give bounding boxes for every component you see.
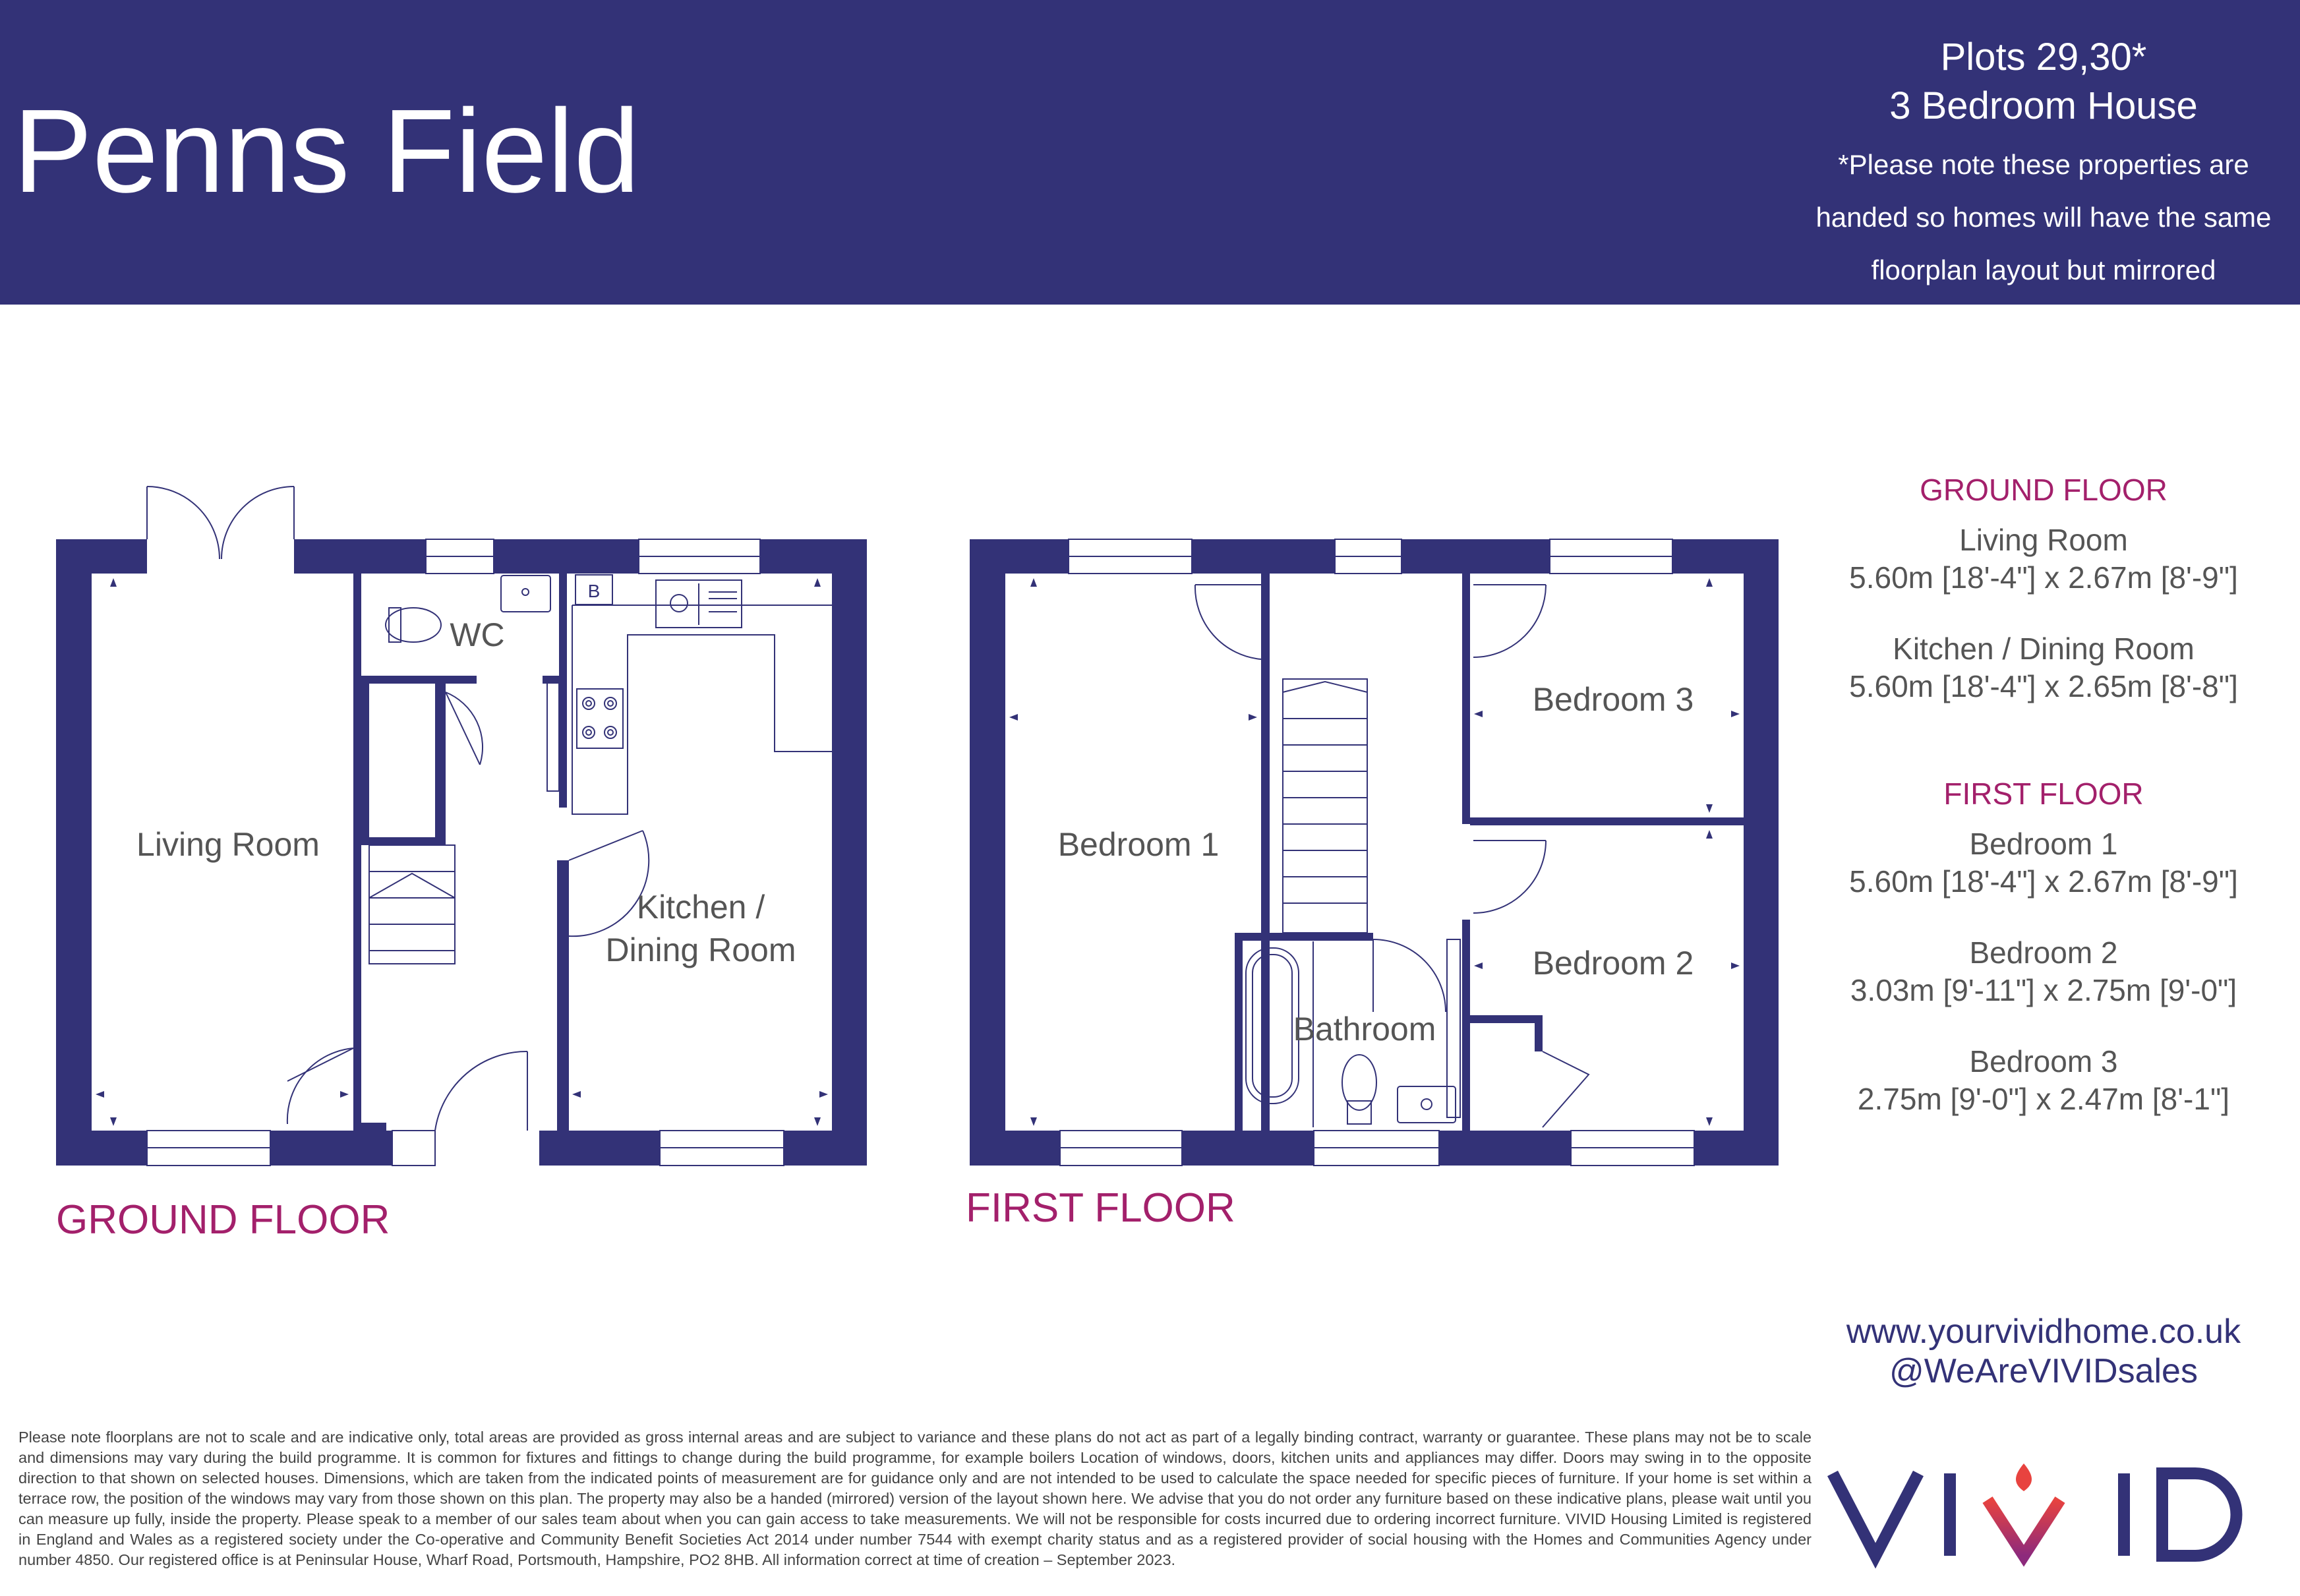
room-dimensions: GROUND FLOOR Living Room 5.60m [18'-4"] … — [1780, 471, 2300, 1152]
dims-heading-first: FIRST FLOOR — [1943, 777, 2144, 811]
handed-note-line: handed so homes will have the same — [1815, 202, 2272, 233]
external-walls — [56, 539, 867, 1166]
boiler-label: B — [588, 581, 601, 601]
room-label-kitchen-line-2: Dining Room — [605, 931, 796, 968]
dim-room-size: 3.03m [9'-11"] x 2.75m [9'-0"] — [1850, 973, 2237, 1007]
dim-room-name: Bedroom 1 — [1969, 827, 2118, 861]
first-floor-caption: FIRST FLOOR — [966, 1185, 1235, 1231]
internal-walls — [353, 574, 569, 1131]
room-label-bedroom-1: Bedroom 1 — [1058, 826, 1220, 863]
dim-room-size: 5.60m [18'-4"] x 2.67m [8'-9"] — [1849, 864, 2238, 899]
dimension-arrows — [96, 578, 828, 1126]
dim-room-size: 5.60m [18'-4"] x 2.65m [8'-8"] — [1849, 669, 2238, 703]
handed-note: *Please note these properties are handed… — [1780, 138, 2300, 297]
fittings — [1059, 539, 1695, 1166]
vivid-logo — [1827, 1463, 2243, 1569]
first-floor-plan: Bedroom 1 Bedroom 3 Bedroom 2 Bathroom — [970, 539, 1779, 1166]
room-label-bedroom-2: Bedroom 2 — [1533, 945, 1694, 982]
social-handle[interactable]: @WeAreVIVIDsales — [1889, 1352, 2198, 1390]
room-label-wc: WC — [450, 616, 504, 653]
dim-room-name: Bedroom 2 — [1969, 935, 2118, 970]
contact-info: www.yourvividhome.co.uk @WeAreVIVIDsales — [1780, 1312, 2300, 1391]
dims-heading-ground: GROUND FLOOR — [1920, 473, 2167, 507]
legal-disclaimer: Please note floorplans are not to scale … — [18, 1429, 1812, 1568]
room-label-bathroom: Bathroom — [1293, 1011, 1436, 1048]
fittings — [146, 486, 832, 1166]
handed-note-line: *Please note these properties are — [1838, 149, 2249, 180]
plot-numbers: Plots 29,30* — [1940, 36, 2147, 78]
website-link[interactable]: www.yourvividhome.co.uk — [1846, 1313, 2241, 1351]
header-banner — [0, 0, 2300, 305]
internal-walls — [1235, 574, 1744, 1131]
ground-floor-plan: Living Room WC Kitchen / Dining Room B — [56, 486, 867, 1166]
dimension-arrows — [1009, 578, 1740, 1126]
dim-room-size: 2.75m [9'-0"] x 2.47m [8'-1"] — [1857, 1082, 2230, 1116]
dim-room-name: Bedroom 3 — [1969, 1044, 2118, 1079]
dim-room-name: Kitchen / Dining Room — [1893, 632, 2195, 666]
external-walls — [970, 539, 1779, 1166]
room-label-bedroom-3: Bedroom 3 — [1533, 681, 1694, 718]
dim-room-name: Living Room — [1959, 523, 2128, 557]
house-type: 3 Bedroom House — [1889, 84, 2198, 127]
ground-floor-caption: GROUND FLOOR — [56, 1197, 390, 1243]
room-label-living: Living Room — [136, 826, 320, 863]
plot-info: Plots 29,30* 3 Bedroom House *Please not… — [1780, 33, 2300, 297]
room-label-kitchen-line-1: Kitchen / — [637, 889, 765, 926]
development-title: Penns Field — [13, 85, 640, 218]
handed-note-line: floorplan layout but mirrored — [1871, 254, 2216, 285]
dim-room-size: 5.60m [18'-4"] x 2.67m [8'-9"] — [1849, 560, 2238, 595]
